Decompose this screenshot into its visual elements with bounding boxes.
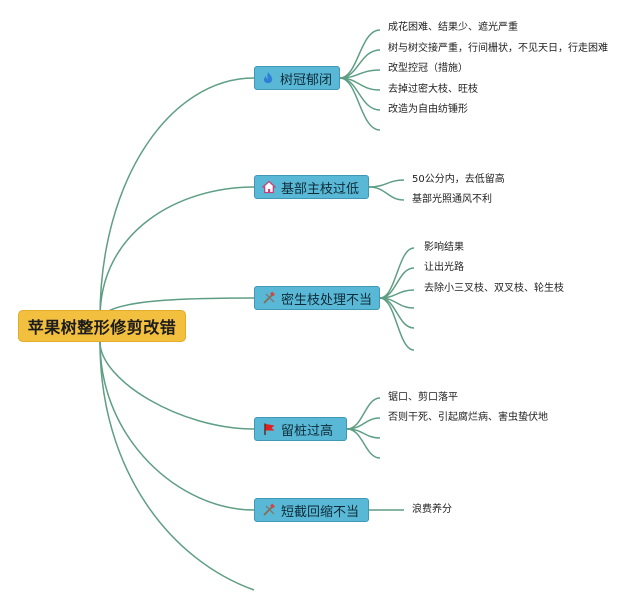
- branch-label: 留桩过高: [281, 423, 334, 439]
- branch-heading-back-improper[interactable]: 短截回缩不当: [254, 498, 369, 522]
- connector-root-branch-2: [99, 186, 255, 319]
- leaf-item: 否则干死、引起腐烂病、害虫蛰伏地: [388, 412, 548, 423]
- leaf-item: 改造为自由纺锤形: [388, 104, 468, 115]
- branch-label: 树冠郁闭: [279, 72, 332, 88]
- leaf-item: 树与树交接严重，行间栅状，不见天日，行走困难: [388, 43, 608, 54]
- connector-root-branch-1: [99, 77, 255, 319]
- branch-label: 密生枝处理不当: [280, 292, 372, 308]
- leaf-item: 50公分内，去低留高: [412, 174, 505, 185]
- tools-icon: [261, 290, 277, 306]
- leaf-item: 锯口、剪口落平: [388, 392, 458, 403]
- tools-icon: [261, 502, 277, 518]
- leaf-item: 让出光路: [424, 262, 464, 273]
- branch-low-main-limbs[interactable]: 基部主枝过低: [254, 175, 369, 199]
- flame-icon: [261, 70, 276, 86]
- root-topic-label: 苹果树整形修剪改错: [27, 318, 177, 337]
- branch-label: 短截回缩不当: [281, 504, 360, 520]
- leaf-item: 改型控冠（措施）: [388, 63, 468, 74]
- branch-stub-too-high[interactable]: 留桩过高: [254, 417, 347, 441]
- connector-root-extra: [99, 341, 255, 591]
- branch-dense-shoots[interactable]: 密生枝处理不当: [254, 286, 380, 310]
- connector-root-branch-4: [99, 341, 255, 430]
- leaf-item: 浪费养分: [412, 504, 452, 515]
- leaf-item: 影响结果: [424, 242, 464, 253]
- leaf-item: 去掉过密大枝、旺枝: [388, 84, 478, 95]
- leaf-item: 基部光照通风不利: [412, 194, 492, 205]
- branch-canopy-closure[interactable]: 树冠郁闭: [254, 66, 340, 90]
- root-topic[interactable]: 苹果树整形修剪改错: [18, 310, 186, 342]
- branch-label: 基部主枝过低: [281, 181, 360, 197]
- leaf-item: 去除小三叉枝、双叉枝、轮生枝: [424, 283, 564, 294]
- leaf-item: 成花困难、结果少、遮光严重: [388, 22, 518, 33]
- connector-root-branch-5: [99, 341, 255, 511]
- flag-icon: [261, 421, 277, 437]
- house-icon: [261, 179, 277, 195]
